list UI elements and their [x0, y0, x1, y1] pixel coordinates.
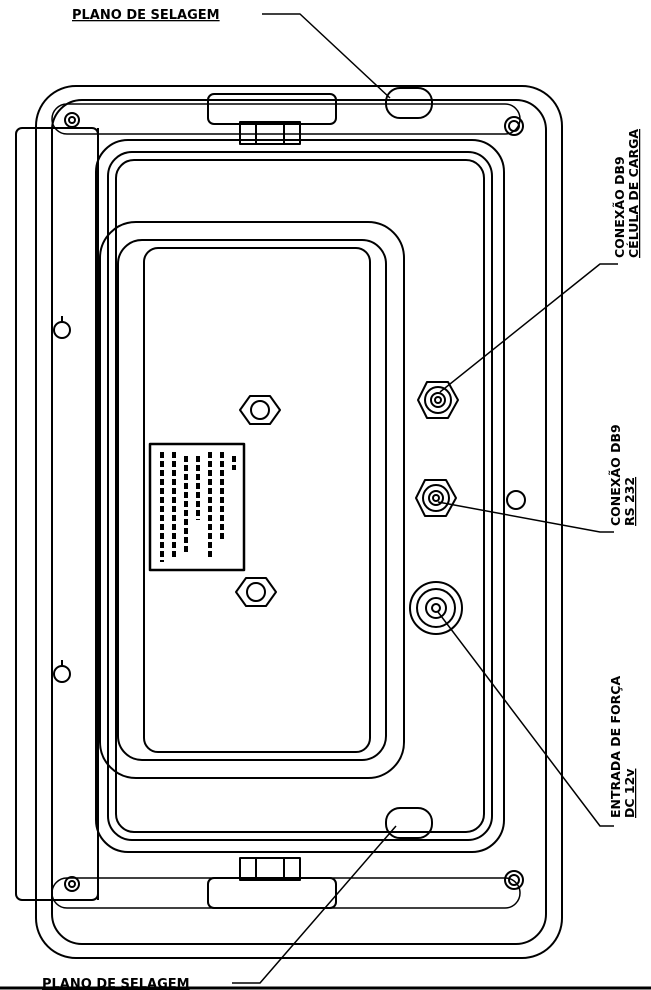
leader-lines	[232, 13, 618, 984]
label-power-2: DC 12v	[622, 769, 637, 818]
panel-frame-inner	[115, 159, 485, 833]
hex-nut-bottom	[235, 577, 277, 607]
label-db9-load-cell-1: CONEXÃO DB9	[612, 156, 627, 258]
label-seal-bottom: PLANO DE SELAGEM	[42, 977, 190, 990]
housing-inner	[51, 99, 547, 945]
db9-load-cell-connector	[417, 381, 459, 419]
display-window-inner	[117, 239, 387, 761]
seal-plug-top	[385, 87, 433, 119]
dc-power-connector	[409, 581, 463, 635]
seal-plug-bottom	[385, 807, 433, 839]
label-db9-rs232-1: CONEXÃO DB9	[608, 424, 623, 526]
label-db9-load-cell-2: CÉLULA DE CARGA	[626, 129, 641, 258]
housing-outer	[35, 85, 563, 959]
hex-nut-top	[239, 395, 281, 425]
label-plate	[148, 442, 246, 572]
panel-frame-mid	[107, 151, 493, 841]
label-db9-rs232-2: RS 232	[622, 477, 637, 526]
handle-bar	[15, 127, 99, 901]
corner-screws	[64, 112, 526, 892]
db9-rs232-connector	[415, 479, 457, 517]
display-window-outer	[99, 221, 405, 779]
label-power-1: ENTRADA DE FORÇA	[608, 676, 623, 818]
label-seal-top: PLANO DE SELAGEM	[72, 8, 220, 23]
seal-bracket-bottom	[207, 877, 337, 909]
handle-knobs	[53, 316, 71, 683]
display-window-core	[143, 247, 371, 753]
seal-bracket-top	[207, 93, 337, 125]
